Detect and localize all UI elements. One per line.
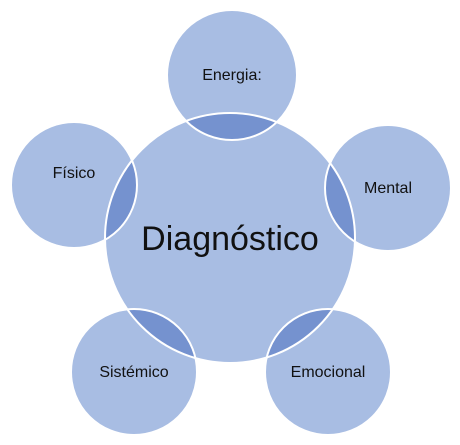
circle-fisico [11,122,137,248]
outer-circles [11,10,451,435]
node-label-emocional: Emocional [291,364,366,381]
node-label-energia: Energia: [202,67,262,84]
overlap-sistemico [105,309,197,363]
circle-diagnostico [105,113,355,363]
circle-mental [325,125,451,251]
overlap-emocional [265,309,355,363]
node-label-sistemico: Sistémico [99,364,168,381]
center-label: Diagnóstico [141,220,319,258]
node-label-mental: Mental [364,180,412,197]
circle-energia [167,10,297,140]
circle-outlines [10,9,452,436]
node-label-fisico: Físico [53,165,96,182]
